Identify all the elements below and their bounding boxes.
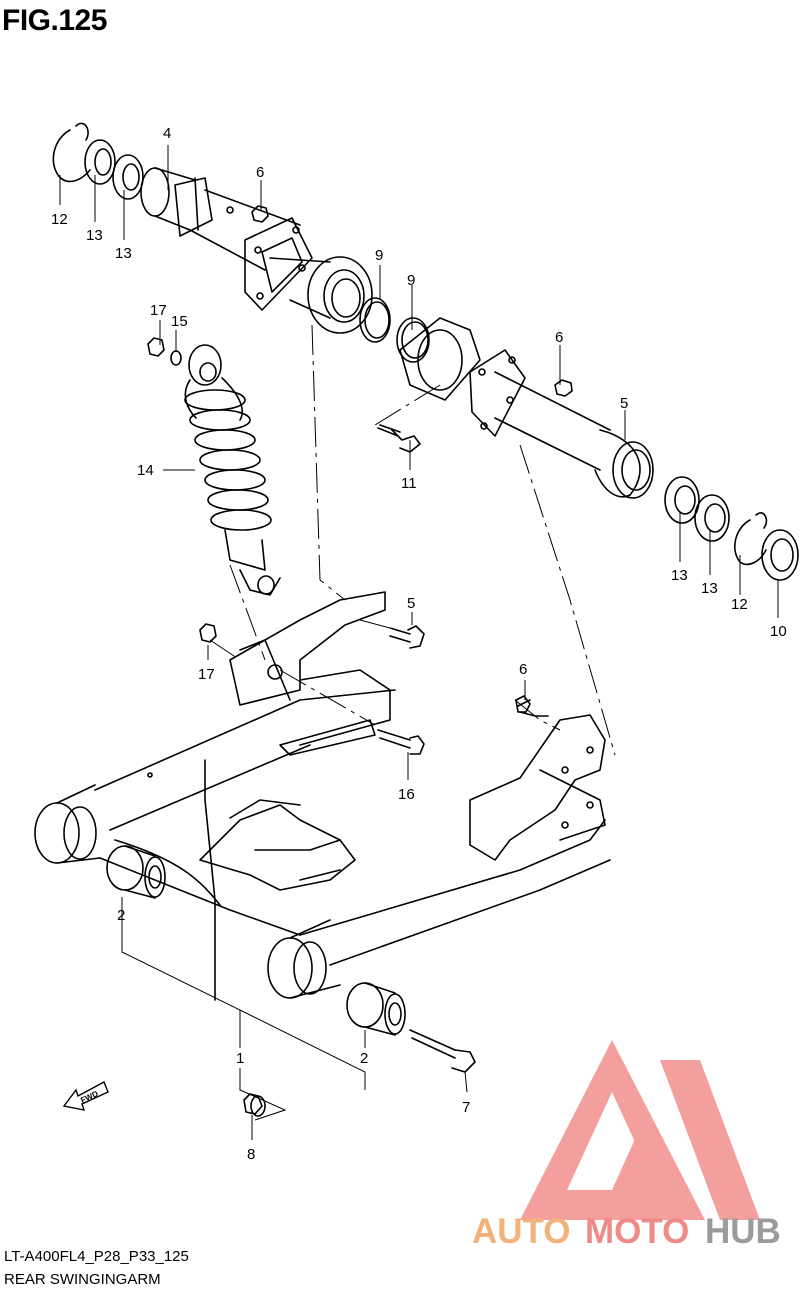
nut-6-upper (251, 205, 269, 223)
callout-4: 5 (620, 395, 628, 412)
o-ring-9-right (396, 317, 430, 363)
callout-13: 13 (671, 567, 688, 584)
callout-15: 16 (398, 786, 415, 803)
fwd-arrow-label: FWD (79, 1089, 100, 1105)
o-ring-9-left (359, 297, 391, 343)
bolt-15 (377, 729, 425, 755)
callout-16: 15 (171, 313, 188, 330)
callout-12: 12 (731, 596, 748, 613)
seal-10 (761, 529, 799, 581)
callout-1: 1 (236, 1050, 244, 1067)
shock-absorber-14 (184, 344, 281, 596)
pivot-bolt-7 (409, 1029, 476, 1073)
callout-14: 14 (137, 462, 154, 479)
bracket-shaft-3 (140, 167, 373, 334)
callout-17: 17 (150, 302, 167, 319)
callout-9: 9 (375, 247, 383, 264)
washer-16 (170, 350, 182, 366)
swingarm-1 (34, 591, 611, 1001)
circlip-12-left (52, 122, 91, 183)
callout-8: 8 (247, 1146, 255, 1163)
bearing-13-right-b (694, 494, 730, 542)
nut-17-lower (199, 623, 217, 643)
callout-11: 11 (401, 475, 417, 492)
nut-17-upper (147, 337, 165, 357)
callout-13: 13 (701, 580, 718, 597)
callout-2: 2 (360, 1050, 368, 1067)
figure-title: FIG.125 (2, 4, 107, 37)
callout-6: 6 (555, 329, 563, 346)
nut-6-right (554, 379, 573, 397)
bushing-2-right (346, 982, 406, 1036)
callout-13: 13 (86, 227, 103, 244)
callout-5: 6 (519, 661, 527, 678)
callout-labels: 4 6 12 13 13 9 9 17 15 6 5 14 11 13 13 1… (51, 125, 787, 1163)
bolt-5-upper (389, 625, 425, 649)
callout-12: 12 (51, 211, 68, 228)
callout-6: 6 (256, 164, 264, 181)
bearing-13-left-a (84, 139, 116, 185)
bearing-13-right-a (664, 476, 700, 524)
figure-caption: REAR SWINGINGARM (4, 1271, 161, 1288)
nut-8 (243, 1093, 266, 1117)
fwd-arrow: FWD (62, 1081, 109, 1111)
callout-5: 5 (407, 595, 415, 612)
callout-17: 17 (198, 666, 215, 683)
watermark-logo (520, 1040, 760, 1220)
model-code: LT-A400FL4_P28_P33_125 (4, 1248, 189, 1265)
watermark-wordmark: AUTO MOTO HUB (472, 1212, 781, 1251)
watermark-hub: HUB (705, 1212, 781, 1251)
shaft-4 (399, 317, 654, 499)
bearing-13-left-b (112, 154, 144, 200)
callout-13: 13 (115, 245, 132, 262)
bolt-11 (377, 424, 421, 453)
callout-2: 2 (117, 907, 125, 924)
bushing-2-left (106, 845, 166, 899)
watermark-auto: AUTO (472, 1212, 571, 1251)
watermark-moto: MOTO (585, 1212, 689, 1251)
callout-9: 9 (407, 272, 415, 289)
callout-10: 10 (770, 623, 787, 640)
callout-3: 4 (163, 125, 171, 142)
callout-7: 7 (462, 1099, 470, 1116)
